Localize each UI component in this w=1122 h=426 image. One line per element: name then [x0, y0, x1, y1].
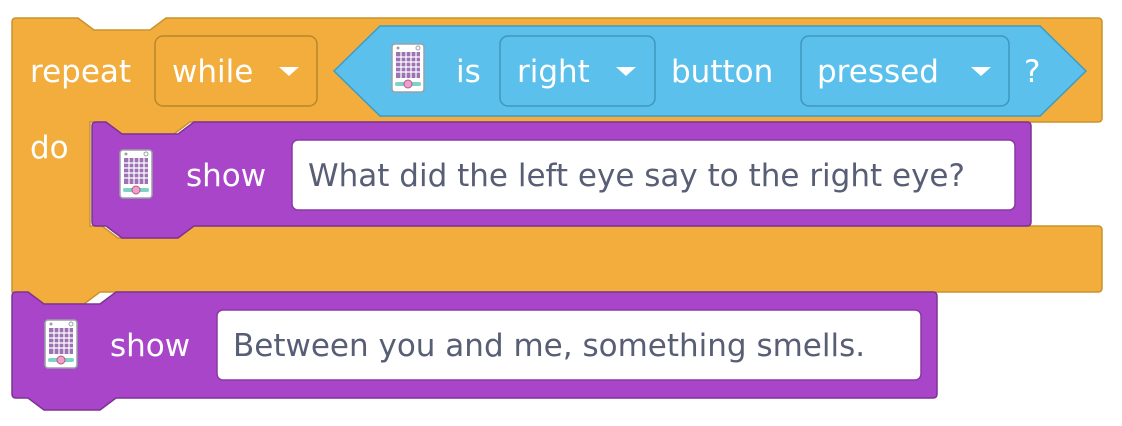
while-dropdown[interactable]: while [154, 35, 318, 107]
chevron-down-icon [616, 67, 636, 76]
state-dropdown[interactable]: pressed [800, 35, 1010, 107]
chevron-down-icon [971, 67, 991, 76]
show-text-block-outer[interactable]: show Between you and me, something smell… [11, 291, 938, 411]
button-select-dropdown[interactable]: right [499, 35, 656, 107]
show-text-value: What did the left eye say to the right e… [308, 158, 965, 194]
show-label: show [186, 158, 266, 194]
button-label: button [671, 54, 773, 90]
device-icon [44, 319, 78, 369]
button-select-value: right [517, 54, 590, 90]
show-text-block-inner[interactable]: show What did the left eye say to the ri… [91, 121, 1032, 239]
is-label: is [456, 54, 481, 90]
repeat-label: repeat [30, 54, 131, 90]
show-text-input[interactable] [216, 309, 922, 381]
device-icon [391, 43, 425, 93]
show-text-input[interactable] [291, 139, 1016, 211]
do-label: do [30, 130, 69, 166]
button-pressed-condition-block[interactable]: is right button pressed ? [332, 25, 1088, 117]
show-label: show [110, 328, 190, 364]
chevron-down-icon [279, 67, 299, 76]
question-mark: ? [1024, 54, 1040, 90]
while-dropdown-value: while [172, 54, 253, 90]
device-icon [119, 149, 153, 199]
state-dropdown-value: pressed [817, 54, 939, 90]
show-text-value: Between you and me, something smells. [233, 328, 865, 364]
